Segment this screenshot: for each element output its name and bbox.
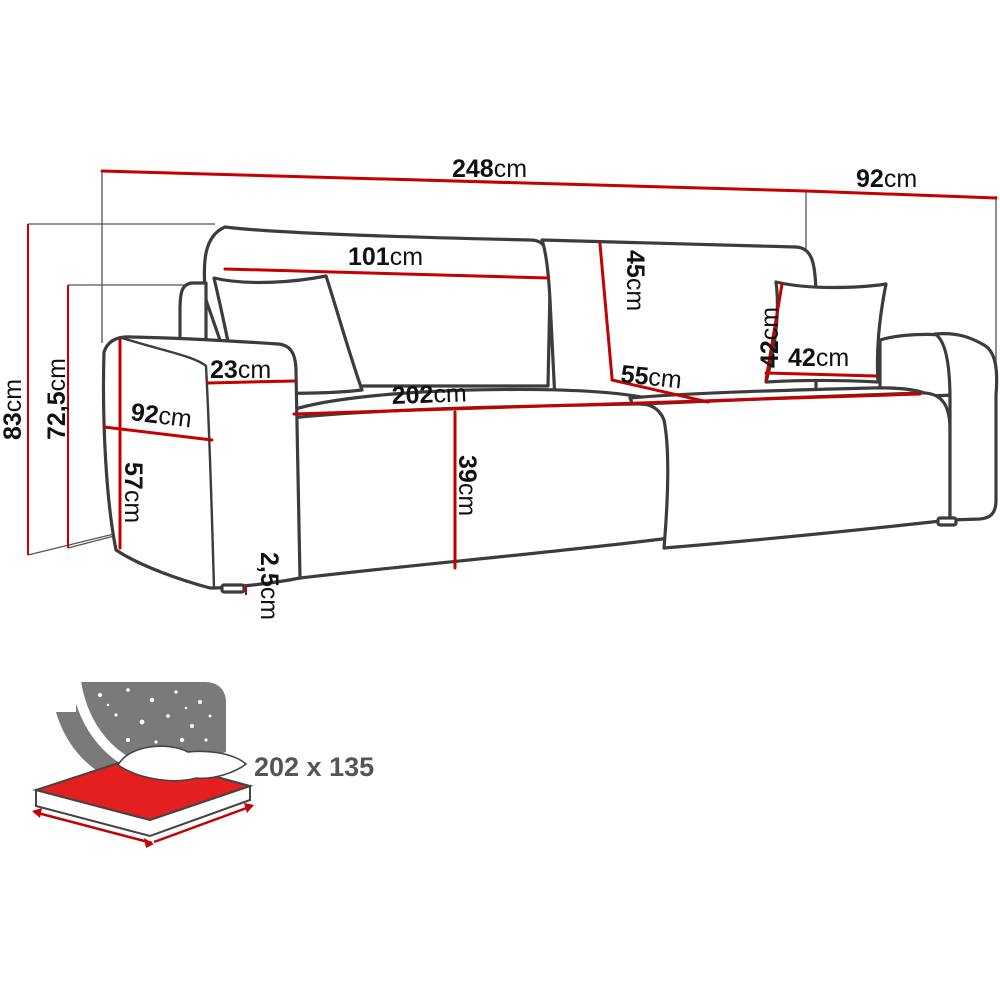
dim-line-seat-width [292, 392, 922, 416]
leg-right [936, 516, 958, 527]
seat-front-right [638, 391, 952, 550]
extension-lines [27, 170, 997, 556]
dim-line-back-cushion-width [223, 267, 550, 280]
dim-line-side-depth [102, 425, 214, 442]
label-back-cushion-height: 45cm [621, 250, 649, 311]
label-seat-depth: 55cm [619, 360, 683, 394]
dimension-labels: 248cm 92cm 101cm 45cm 55cm 42cm 42cm 23c… [0, 155, 917, 620]
bed-size-label: 202 x 135 [254, 752, 374, 782]
label-total-height: 83cm [0, 379, 27, 440]
left-arm-fold [120, 336, 216, 590]
pillow-icon [116, 745, 248, 782]
label-back-cushion-width: 101cm [348, 243, 423, 271]
leg-left [220, 583, 246, 594]
label-leg-height: 2,5cm [255, 552, 283, 620]
bed-depth-arrow [153, 804, 253, 844]
label-seat-width: 202cm [391, 379, 467, 410]
right-arm-front [933, 332, 999, 522]
dim-line-pillow-height [764, 282, 784, 382]
dim-line-back-cushion-height [598, 242, 614, 380]
label-back-height: 72,5cm [43, 358, 71, 440]
label-armrest-width: 23cm [210, 356, 271, 384]
stars-icon [62, 688, 212, 774]
left-arm [101, 335, 302, 590]
dimension-lines [27, 169, 998, 595]
label-seat-height: 39cm [453, 455, 481, 516]
label-pillow-height: 42cm [756, 307, 784, 368]
dim-line-total-width [100, 169, 808, 193]
label-pillow-width: 42cm [788, 344, 849, 372]
label-total-width: 248cm [452, 155, 527, 183]
dim-line-seat-depth [610, 378, 710, 404]
sofa-bed-icon [32, 681, 254, 848]
label-side-depth: 92cm [129, 398, 193, 433]
bed-width-arrow-head-left [32, 808, 42, 818]
back-frame-left [178, 281, 208, 342]
dim-line-pillow-width [764, 371, 878, 378]
pillow-right [764, 280, 888, 384]
label-arm-height: 57cm [119, 462, 147, 523]
bed-depth-arrow-head [244, 803, 254, 813]
bed-width-arrow [33, 810, 153, 845]
bed-width-arrow-head-right [144, 838, 154, 848]
dim-line-total-depth [804, 189, 998, 200]
sofa-drawing [101, 225, 999, 594]
label-total-depth: 92cm [856, 165, 917, 193]
dim-line-armrest-width [206, 379, 296, 385]
